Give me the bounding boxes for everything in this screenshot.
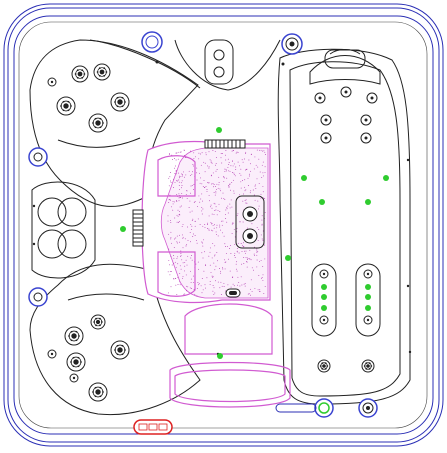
small-directional-jet-icon [319, 269, 329, 279]
large-rotary-jet-icon [110, 92, 130, 112]
footwell-speckle-texture [167, 149, 266, 297]
shell-outline [3, 3, 444, 447]
suction-grate-top [204, 139, 246, 149]
large-rotary-jet-icon [88, 382, 108, 402]
green-led-light-icon [321, 305, 327, 311]
air-control-knob-icon [314, 398, 334, 418]
large-rotary-jet-icon [88, 113, 108, 133]
jets-layer [47, 63, 378, 402]
control-panel-icon [133, 419, 173, 435]
large-rotary-jet-icon [93, 63, 111, 81]
suction-grate-left [132, 209, 144, 247]
side-bolster-left [31, 181, 96, 279]
small-directional-jet-icon [363, 269, 373, 279]
small-directional-jet-icon [366, 92, 378, 104]
top-seat [174, 39, 281, 91]
small-directional-jet-icon [47, 349, 57, 359]
green-led-light-icon [120, 226, 126, 232]
large-rotary-jet-icon [317, 359, 331, 373]
green-led-light-icon [217, 353, 223, 359]
large-rotary-jet-icon [110, 340, 130, 360]
air-control-knob-icon [358, 398, 378, 418]
green-led-light-icon [319, 199, 325, 205]
small-directional-jet-icon [360, 114, 372, 126]
air-control-knob-icon [281, 33, 303, 55]
large-rotary-jet-icon [56, 96, 76, 116]
green-led-light-icon [365, 305, 371, 311]
small-directional-jet-icon [320, 114, 332, 126]
small-directional-jet-icon [340, 86, 352, 98]
small-directional-jet-icon [314, 92, 326, 104]
bottom-seat [157, 155, 291, 408]
bottom-rim-rail [275, 403, 317, 413]
small-directional-jet-icon [320, 132, 332, 144]
large-rotary-jet-icon [90, 314, 106, 330]
green-led-light-icon [321, 294, 327, 300]
large-rotary-jet-icon [361, 359, 375, 373]
large-rotary-jet-icon [64, 326, 84, 346]
air-control-knobs [28, 31, 378, 418]
air-control-knob-icon [141, 31, 163, 53]
green-led-light-icon [365, 294, 371, 300]
small-directional-jet-icon [69, 373, 79, 383]
green-led-light-icon [365, 284, 371, 290]
corner-seat-bottom-left [29, 263, 201, 416]
right-lounge [277, 48, 411, 405]
green-led-light-icon [216, 127, 222, 133]
center-footwell [141, 140, 271, 304]
diverter-valve-icon [28, 287, 48, 307]
green-led-light-icon [285, 255, 291, 261]
diverter-valve-icon [28, 147, 48, 167]
green-led-light-icon [301, 175, 307, 181]
filter-skimmer [235, 195, 265, 249]
large-rotary-jet-icon [71, 65, 89, 83]
small-directional-jet-icon [319, 315, 329, 325]
green-led-light-icon [321, 284, 327, 290]
large-rotary-jet-icon [66, 352, 86, 372]
led-lights-layer [120, 127, 389, 359]
small-directional-jet-icon [360, 132, 372, 144]
small-directional-jet-icon [363, 315, 373, 325]
small-directional-jet-icon [47, 77, 57, 87]
suction-fitting-icon [225, 288, 241, 298]
green-led-light-icon [383, 175, 389, 181]
lounge-foot-channel [311, 263, 381, 337]
green-led-light-icon [365, 199, 371, 205]
